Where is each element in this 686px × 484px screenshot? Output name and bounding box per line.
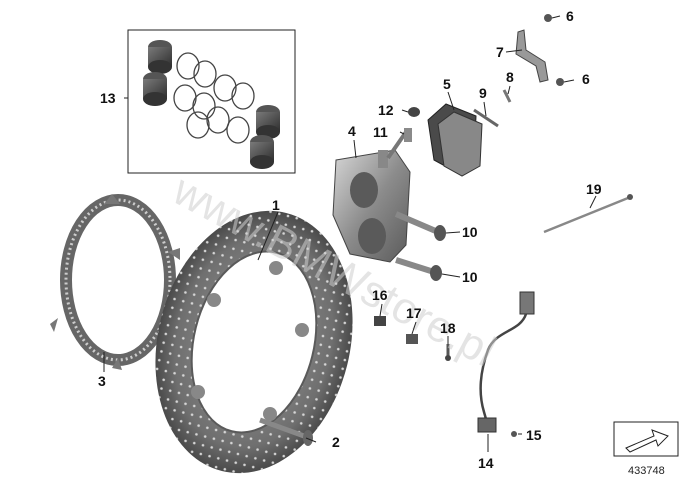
callout-12: 12 (378, 102, 394, 118)
callout-7: 7 (496, 44, 504, 60)
reference-number: 433748 (628, 465, 665, 477)
abs-sensor-ring-icon (50, 194, 180, 370)
pad-pin-icon (473, 89, 512, 128)
callout-8: 8 (506, 69, 514, 85)
piston-kit-icon (127, 29, 296, 174)
brake-pads-icon (427, 103, 483, 177)
bleed-screw-icon (404, 107, 420, 142)
leader-lines (103, 15, 597, 452)
reference-box: 433748 (613, 421, 679, 477)
callout-10-top: 10 (462, 224, 478, 240)
arrow-icon (625, 429, 669, 453)
callout-1: 1 (272, 197, 280, 213)
callout-14: 14 (478, 455, 494, 471)
callout-10-bottom: 10 (462, 269, 478, 285)
wear-sensor-icon (477, 291, 535, 437)
callout-labels: 13 1 2 3 4 5 6 6 7 8 9 10 10 11 12 16 17… (98, 8, 602, 471)
brake-caliper-icon (332, 130, 411, 263)
brake-line-icon (543, 194, 633, 234)
callout-16: 16 (372, 287, 388, 303)
bracket-icon (515, 14, 564, 86)
brake-disc-icon (155, 210, 353, 474)
callout-9: 9 (479, 85, 487, 101)
callout-13: 13 (100, 90, 116, 106)
callout-4: 4 (348, 123, 356, 139)
callout-15: 15 (526, 427, 542, 443)
clip-icon (374, 316, 451, 361)
callout-11: 11 (373, 124, 388, 140)
disc-bolt-icon (259, 417, 313, 446)
caliper-bolt-icon (394, 211, 446, 281)
callout-17: 17 (406, 305, 422, 321)
callout-5: 5 (443, 76, 451, 92)
callout-2: 2 (332, 434, 340, 450)
callout-6-bottom: 6 (582, 71, 590, 87)
callout-3: 3 (98, 373, 106, 389)
callout-19: 19 (586, 181, 602, 197)
callout-18: 18 (440, 320, 456, 336)
callout-6-top: 6 (566, 8, 574, 24)
